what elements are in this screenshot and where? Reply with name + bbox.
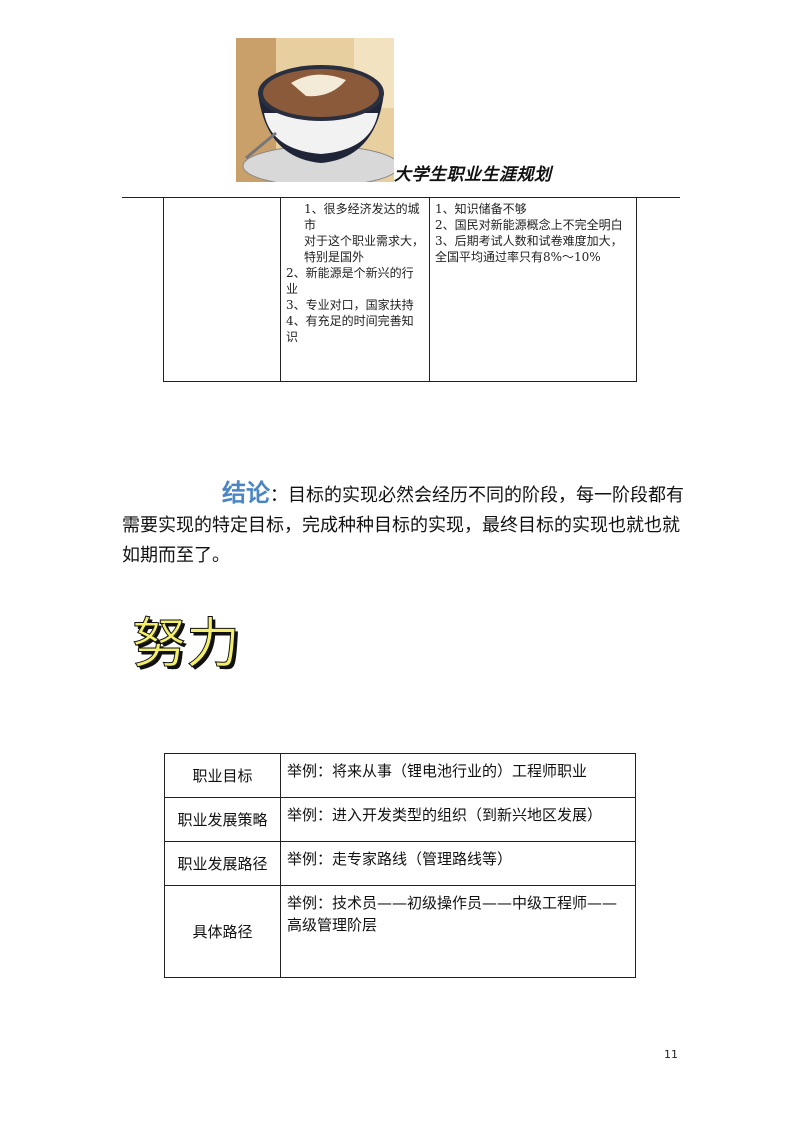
row-value: 举例：将来从事（锂电池行业的）工程师职业 [280, 753, 636, 798]
list-item: 2、国民对新能源概念上不完全明白 [435, 218, 623, 232]
list-item: 4、有充足的时间完善知识 [286, 314, 414, 344]
table-row: 职业发展路径 举例：走专家路线（管理路线等） [164, 841, 636, 886]
analysis-table: 1、很多经济发达的城市 对于这个职业需求大，特别是国外 2、新能源是个新兴的行业… [163, 198, 637, 382]
list-item: 1、知识储备不够 [435, 202, 527, 216]
career-plan-table: 职业目标 举例：将来从事（锂电池行业的）工程师职业 职业发展策略 举例：进入开发… [164, 753, 636, 978]
conclusion-label: 结论 [222, 479, 270, 507]
list-item: 3、后期考试人数和试卷难度加大，全国平均通过率只有8%～10% [435, 234, 623, 264]
table-row: 1、很多经济发达的城市 对于这个职业需求大，特别是国外 2、新能源是个新兴的行业… [163, 198, 637, 382]
row-value: 举例：技术员——初级操作员——中级工程师——高级管理阶层 [280, 885, 636, 978]
row-label: 具体路径 [164, 885, 281, 978]
row-value: 举例：走专家路线（管理路线等） [280, 841, 636, 886]
effort-wordart: 努力 努力 [132, 612, 244, 679]
list-item: 1、很多经济发达的城市 [304, 202, 420, 232]
effort-wordart-shadow: 努力 [135, 615, 243, 678]
table-cell-advantages: 1、很多经济发达的城市 对于这个职业需求大，特别是国外 2、新能源是个新兴的行业… [280, 198, 430, 382]
header-divider [122, 197, 680, 198]
conclusion-text: ：目标的实现必然会经历不同的阶段，每一阶段都有需要实现的特定目标，完成种种目标的… [122, 485, 684, 566]
row-label: 职业发展路径 [164, 841, 281, 886]
coffee-cup-image [236, 38, 394, 182]
conclusion-paragraph: 结论：目标的实现必然会经历不同的阶段，每一阶段都有需要实现的特定目标，完成种种目… [122, 478, 692, 571]
effort-wordart-text: 努力 [132, 612, 240, 675]
page-number: 11 [664, 1048, 678, 1061]
table-cell-disadvantages: 1、知识储备不够 2、国民对新能源概念上不完全明白 3、后期考试人数和试卷难度加… [429, 198, 637, 382]
list-item: 2、新能源是个新兴的行业 [286, 266, 414, 296]
row-label: 职业目标 [164, 753, 281, 798]
list-item: 对于这个职业需求大，特别是国外 [304, 234, 425, 264]
list-item: 3、专业对口，国家扶持 [286, 298, 414, 312]
table-cell-empty [163, 198, 281, 382]
table-row: 职业发展策略 举例：进入开发类型的组织（到新兴地区发展） [164, 797, 636, 842]
row-value: 举例：进入开发类型的组织（到新兴地区发展） [280, 797, 636, 842]
table-row: 具体路径 举例：技术员——初级操作员——中级工程师——高级管理阶层 [164, 885, 636, 978]
document-header-title: 大学生职业生涯规划 [394, 165, 552, 185]
table-row: 职业目标 举例：将来从事（锂电池行业的）工程师职业 [164, 753, 636, 798]
row-label: 职业发展策略 [164, 797, 281, 842]
